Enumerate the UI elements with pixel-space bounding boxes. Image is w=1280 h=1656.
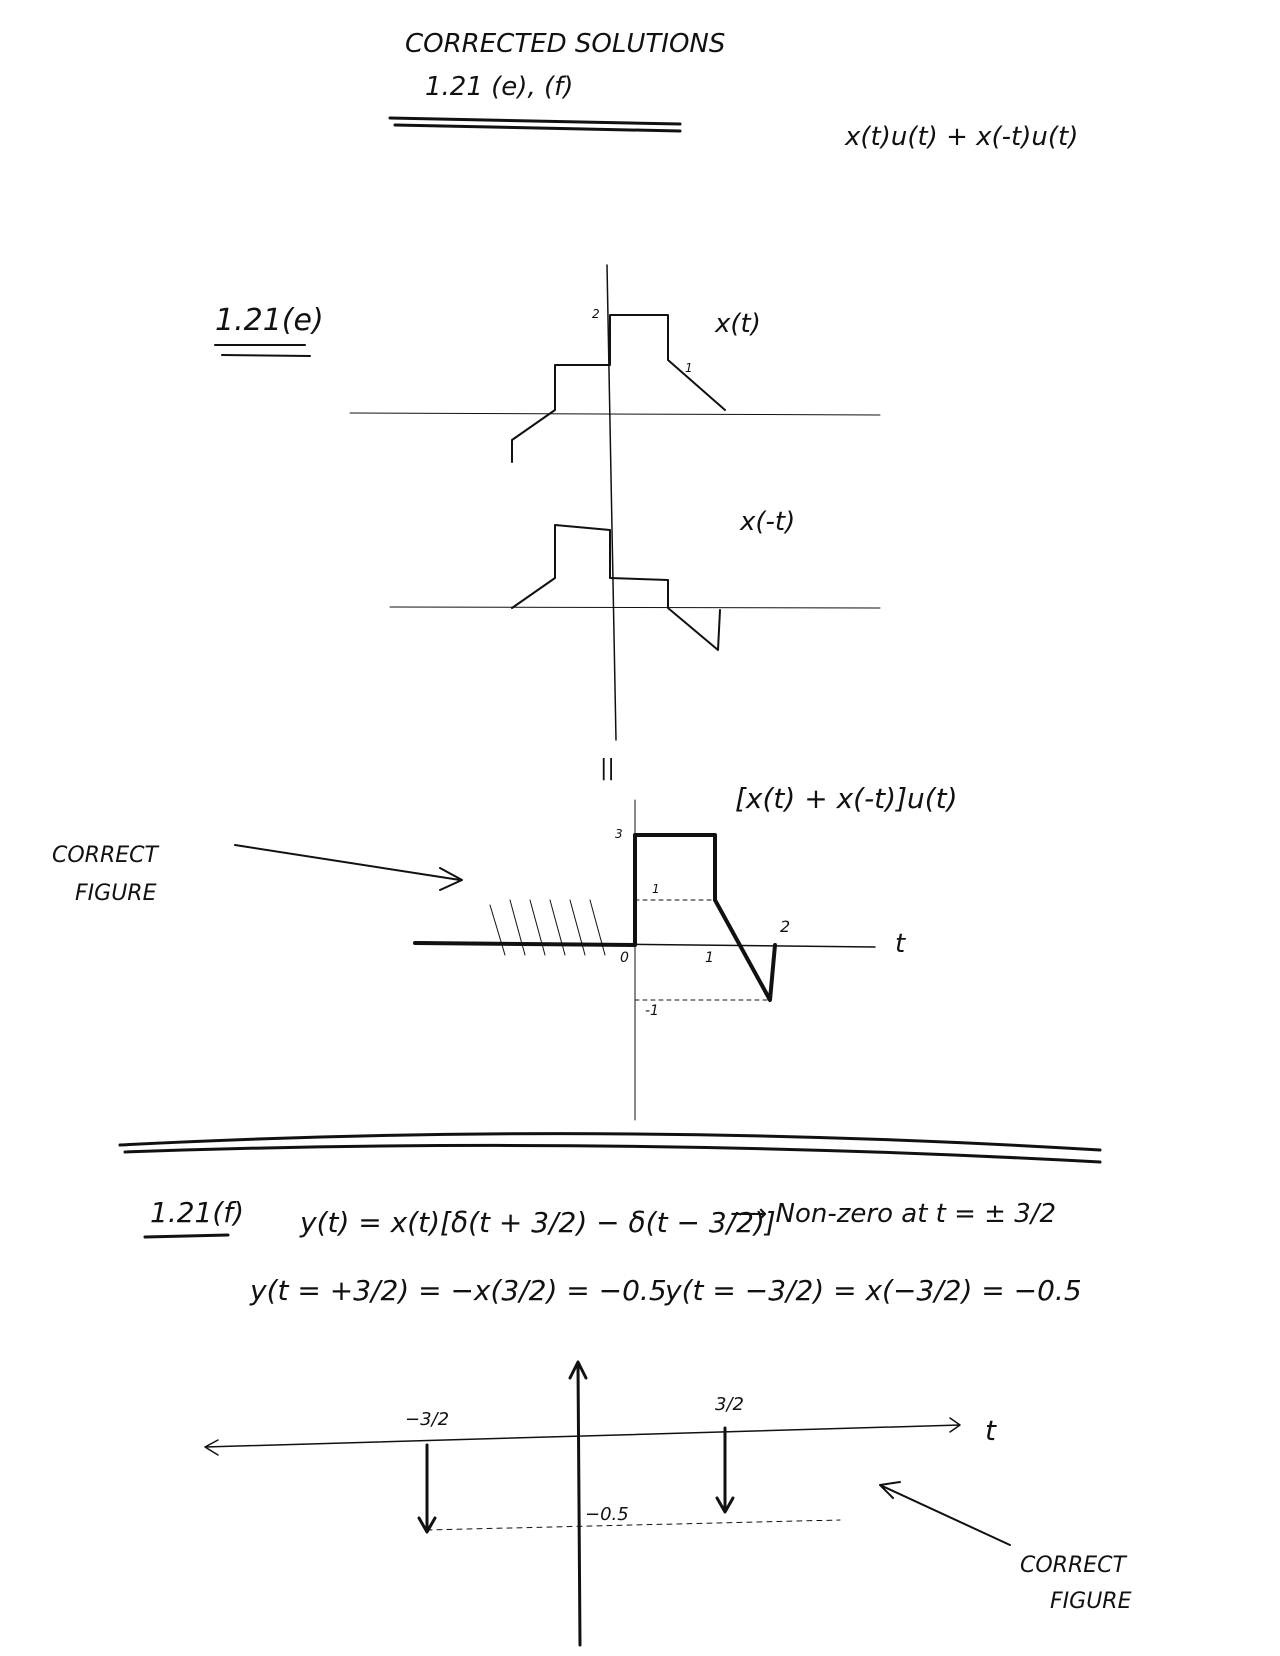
value-label: −0.5 [585, 1504, 629, 1525]
correct-note-e-line2: FIGURE [75, 881, 157, 906]
section-divider [118, 1132, 1102, 1164]
plot3-tick-2x: 2 [780, 917, 790, 936]
impulse-negative [417, 1443, 437, 1534]
plot3-hatching [489, 899, 606, 956]
tick-pos-3-2: 3/2 [715, 1394, 744, 1415]
plot3-tick-0: 0 [620, 950, 629, 966]
plot3-axis-label: t [895, 929, 906, 959]
plot3-label: [x(t) + x(-t)]u(t) [735, 782, 958, 815]
title-underline [388, 116, 682, 133]
plot1-tick-2: 2 [592, 307, 600, 321]
plot2-label: x(-t) [739, 507, 795, 537]
arrow-f-icon [879, 1481, 1011, 1546]
correct-note-e-line1: CORRECT [52, 843, 160, 868]
equation-1: y(t) = x(t)[δ(t + 3/2) − δ(t − 3/2)] [299, 1206, 776, 1239]
plot3-guides [634, 899, 771, 1001]
tick-neg-3-2: −3/2 [405, 1409, 449, 1430]
equation-2b: y(t = −3/2) = x(−3/2) = −0.5 [664, 1274, 1082, 1307]
plot1-tick-1: 1 [685, 361, 693, 375]
vertical-axis [606, 264, 617, 741]
header-expression: x(t)u(t) + x(-t)u(t) [844, 122, 1078, 152]
page-subtitle: 1.21 (e), (f) [425, 72, 573, 102]
part-e-underline [214, 344, 311, 357]
correct-note-f-line1: CORRECT [1020, 1553, 1128, 1578]
impulse-axis [204, 1417, 961, 1456]
part-f-underline [143, 1233, 230, 1239]
part-e-label: 1.21(e) [215, 303, 324, 338]
plot1-signal [511, 314, 726, 463]
plot3-tick-1y: 1 [652, 882, 660, 896]
plot3-tick-1x: 1 [705, 950, 714, 966]
impulse-guide [426, 1519, 841, 1531]
plot1-label: x(t) [714, 309, 761, 339]
arrow-e-icon [234, 844, 463, 891]
equation-1-result: ⟶ Non-zero at t = ± 3/2 [730, 1199, 1056, 1229]
impulse-vertical-axis [568, 1360, 588, 1647]
plot2-axis [389, 606, 881, 609]
correct-note-f-line2: FIGURE [1050, 1589, 1132, 1614]
plot1-axis [349, 412, 881, 416]
page-title: CORRECTED SOLUTIONS [405, 29, 725, 59]
plot3-tick-m1: -1 [645, 1003, 659, 1019]
part-f-label: 1.21(f) [150, 1196, 244, 1229]
plot3-tick-3: 3 [615, 827, 623, 841]
equation-2a: y(t = +3/2) = −x(3/2) = −0.5 [249, 1274, 667, 1307]
equals-sign: || [600, 756, 615, 781]
plot2-signal [511, 524, 721, 651]
plot3-signal [413, 833, 777, 1002]
impulse-axis-label: t [985, 1414, 997, 1447]
impulse-positive [715, 1426, 735, 1514]
